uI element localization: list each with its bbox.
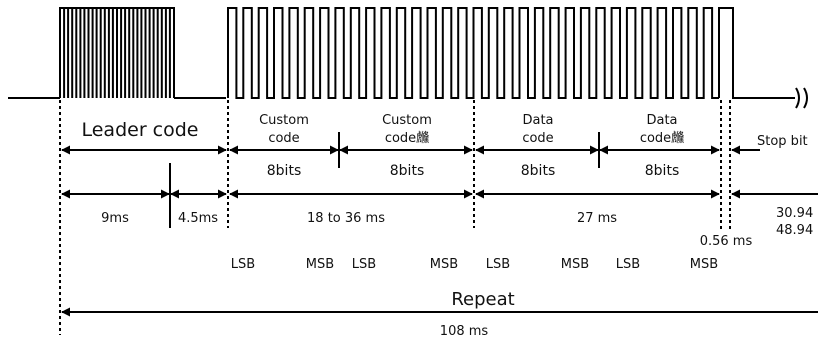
leader-burst-pulses xyxy=(59,7,175,98)
label-custom-code-line1: Custom xyxy=(259,113,309,128)
label-data-code-line2: code xyxy=(522,131,553,146)
bit-train xyxy=(227,7,719,99)
timing-arrows xyxy=(61,163,818,228)
labels: Leader code Custom code Custom code虪 Dat… xyxy=(81,113,813,339)
label-data-inv-line2: code虪 xyxy=(640,131,684,146)
label-18-36ms: 18 to 36 ms xyxy=(307,211,385,226)
label-30-94: 30.94 xyxy=(776,206,813,221)
label-4-5ms: 4.5ms xyxy=(178,211,218,226)
leader-burst xyxy=(59,7,175,98)
label-9ms: 9ms xyxy=(101,211,129,226)
label-108ms: 108 ms xyxy=(440,324,489,339)
label-msb-data-inv: MSB xyxy=(690,257,718,272)
label-data-code-line1: Data xyxy=(522,113,553,128)
label-27ms: 27 ms xyxy=(577,211,617,226)
break-mark-icon xyxy=(795,87,808,109)
data-bit-pulses xyxy=(227,7,719,99)
label-custom-code-line2: code xyxy=(268,131,299,146)
label-msb-data: MSB xyxy=(561,257,589,272)
label-bits-data-inv: 8bits xyxy=(645,163,679,179)
label-repeat: Repeat xyxy=(451,289,514,310)
label-lsb-data: LSB xyxy=(486,257,510,272)
label-lsb-custom-inv: LSB xyxy=(352,257,376,272)
label-bits-data: 8bits xyxy=(521,163,555,179)
label-data-inv-line1: Data xyxy=(646,113,677,128)
waveform xyxy=(8,7,808,109)
label-0-56ms: 0.56 ms xyxy=(700,234,753,249)
stop-bit xyxy=(718,7,795,99)
guide-lines xyxy=(59,100,731,335)
label-bits-custom-inv: 8bits xyxy=(390,163,424,179)
label-lsb-custom: LSB xyxy=(231,257,255,272)
section-arrows xyxy=(61,132,760,168)
label-msb-custom-inv: MSB xyxy=(430,257,458,272)
label-custom-inv-line1: Custom xyxy=(382,113,432,128)
label-leader-code: Leader code xyxy=(81,119,198,141)
label-48-94: 48.94 xyxy=(776,223,813,238)
label-lsb-data-inv: LSB xyxy=(616,257,640,272)
label-bits-custom: 8bits xyxy=(267,163,301,179)
label-custom-inv-line2: code虪 xyxy=(385,131,429,146)
label-stop-bit: Stop bit xyxy=(757,134,808,149)
label-msb-custom: MSB xyxy=(306,257,334,272)
